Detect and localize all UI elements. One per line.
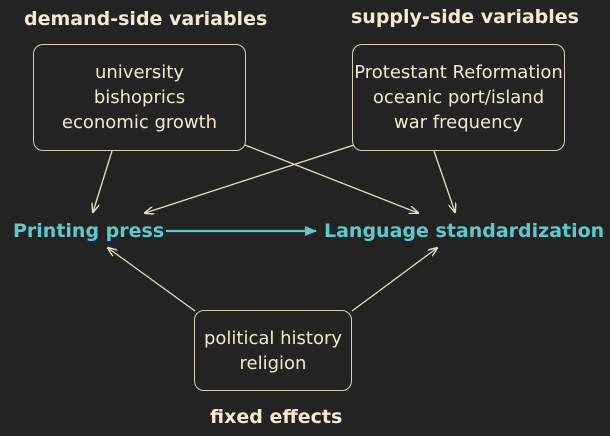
language-standardization-node: Language standardization: [324, 220, 605, 242]
demand-variable-bishoprics: bishoprics: [93, 87, 186, 108]
arrow-supply-to-language: [433, 150, 455, 212]
demand-variable-university: university: [94, 62, 185, 83]
supply-variable-oceanic-port: oceanic port/island: [372, 87, 545, 108]
supply-side-heading: supply-side variables: [351, 6, 579, 28]
demand-variables-box: university bishoprics economic growth: [33, 44, 246, 151]
fixed-effect-religion: religion: [239, 352, 307, 374]
fixed-effect-political-history: political history: [203, 327, 343, 349]
demand-side-heading: demand-side variables: [24, 8, 268, 30]
printing-press-node: Printing press: [13, 220, 165, 242]
fixed-effects-box: political history religion: [194, 310, 352, 391]
supply-variables-box: Protestant Reformation oceanic port/isla…: [352, 44, 565, 151]
arrow-demand-to-printing: [93, 150, 113, 212]
arrow-supply-to-printing: [145, 144, 355, 213]
arrow-fixed-to-printing: [108, 248, 196, 312]
supply-variable-war-frequency: war frequency: [393, 112, 524, 133]
arrow-fixed-to-language: [351, 248, 437, 312]
supply-variable-protestant-reformation: Protestant Reformation: [354, 62, 563, 83]
arrow-demand-to-language: [244, 144, 418, 213]
fixed-effects-heading: fixed effects: [210, 406, 343, 428]
demand-variable-economic-growth: economic growth: [61, 112, 218, 133]
